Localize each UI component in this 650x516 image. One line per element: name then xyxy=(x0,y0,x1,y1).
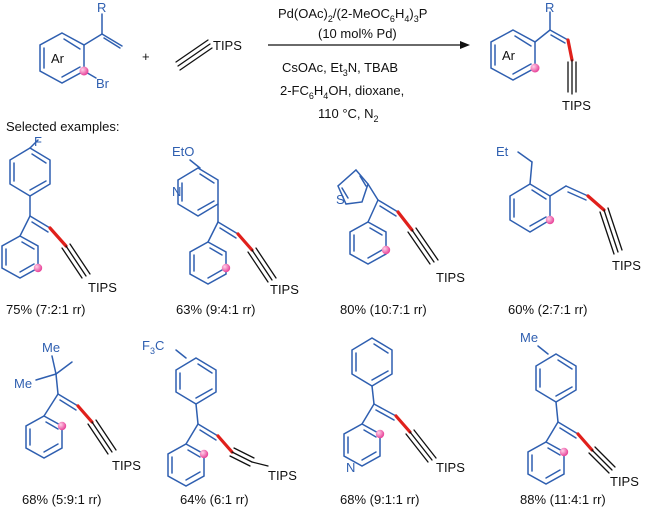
example-7: N TIPS 68% (9:1:1 rr) xyxy=(340,337,465,507)
tips-label: TIPS xyxy=(268,468,297,483)
condition-loading: (10 mol% Pd) xyxy=(318,26,397,41)
reactive-site-dot xyxy=(199,449,209,459)
reactive-site-dot xyxy=(221,263,231,273)
condition-base: CsOAc, Et3N, TBAB xyxy=(282,60,398,78)
tips-label: TIPS xyxy=(213,38,242,53)
ar-label: Ar xyxy=(502,48,516,63)
br-label: Br xyxy=(96,76,110,91)
reaction-conditions: Pd(OAc)2/(2-MeOC6H4)3P (10 mol% Pd) CsOA… xyxy=(278,6,427,124)
example-3: S TIPS 80% (10:7:1 rr) xyxy=(336,168,465,317)
example-2: EtO N TIPS 63% (9:4:1 rr) xyxy=(172,144,299,317)
tips-label: TIPS xyxy=(112,458,141,473)
methyl-label: Me xyxy=(520,330,538,345)
fluoro-label: F xyxy=(34,134,42,149)
methyl-label-a: Me xyxy=(42,340,60,355)
ar-label: Ar xyxy=(51,51,65,66)
reactive-site-dot xyxy=(381,245,391,255)
methyl-label-b: Me xyxy=(14,376,32,391)
yield-label: 80% (10:7:1 rr) xyxy=(340,302,427,317)
plus-sign: + xyxy=(142,49,150,64)
tips-label: TIPS xyxy=(436,460,465,475)
yield-label: 60% (2:7:1 rr) xyxy=(508,302,587,317)
example-8: Me TIPS 88% (11:4:1 rr) xyxy=(520,330,639,507)
ethyl-label: Et xyxy=(496,144,509,159)
example-1: F TIPS 75% (7:2:1 rr) xyxy=(1,134,117,317)
reactive-site-dot xyxy=(57,421,67,431)
condition-solvent: 2-FC6H4OH, dioxane, xyxy=(280,83,404,101)
product-enyne: Ar R TIPS xyxy=(490,0,591,113)
reactive-site-dot xyxy=(559,447,569,457)
yield-label: 88% (11:4:1 rr) xyxy=(520,492,606,507)
yield-label: 63% (9:4:1 rr) xyxy=(176,302,255,317)
r-label: R xyxy=(545,0,554,15)
section-title: Selected examples: xyxy=(6,119,119,134)
example-5: Me Me TIPS 68% (5:9:1 rr) xyxy=(14,340,141,507)
yield-label: 68% (9:1:1 rr) xyxy=(340,492,419,507)
ethoxy-label: EtO xyxy=(172,144,194,159)
tips-label: TIPS xyxy=(88,280,117,295)
reactant-aryl-alkene: Ar R Br xyxy=(39,0,123,91)
condition-catalyst: Pd(OAc)2/(2-MeOC6H4)3P xyxy=(278,6,427,24)
reactant-tips-acetylene: TIPS xyxy=(175,38,242,71)
tips-label: TIPS xyxy=(436,270,465,285)
yield-label: 68% (5:9:1 rr) xyxy=(22,492,101,507)
trifluoromethyl-label: F3C xyxy=(142,338,164,356)
reactive-site-dot xyxy=(33,263,43,273)
reactive-site-dot xyxy=(79,66,89,76)
tips-label: TIPS xyxy=(562,98,591,113)
tips-label: TIPS xyxy=(612,258,641,273)
example-6: F3C TIPS 64% (6:1 rr) xyxy=(142,338,297,507)
r-label: R xyxy=(97,0,106,15)
pyridine-n-label: N xyxy=(346,460,355,475)
condition-temperature: 110 °C, N2 xyxy=(318,106,379,124)
reaction-arrow xyxy=(268,41,470,49)
tips-label: TIPS xyxy=(270,282,299,297)
pyridine-n-label: N xyxy=(172,184,181,199)
tips-label: TIPS xyxy=(610,474,639,489)
example-4: Et TIPS 60% (2:7:1 rr) xyxy=(496,144,641,317)
reactive-site-dot xyxy=(545,215,555,225)
yield-label: 75% (7:2:1 rr) xyxy=(6,302,85,317)
reactive-site-dot xyxy=(530,63,540,73)
reactive-site-dot xyxy=(375,429,385,439)
yield-label: 64% (6:1 rr) xyxy=(180,492,249,507)
thiophene-s-label: S xyxy=(336,192,345,207)
